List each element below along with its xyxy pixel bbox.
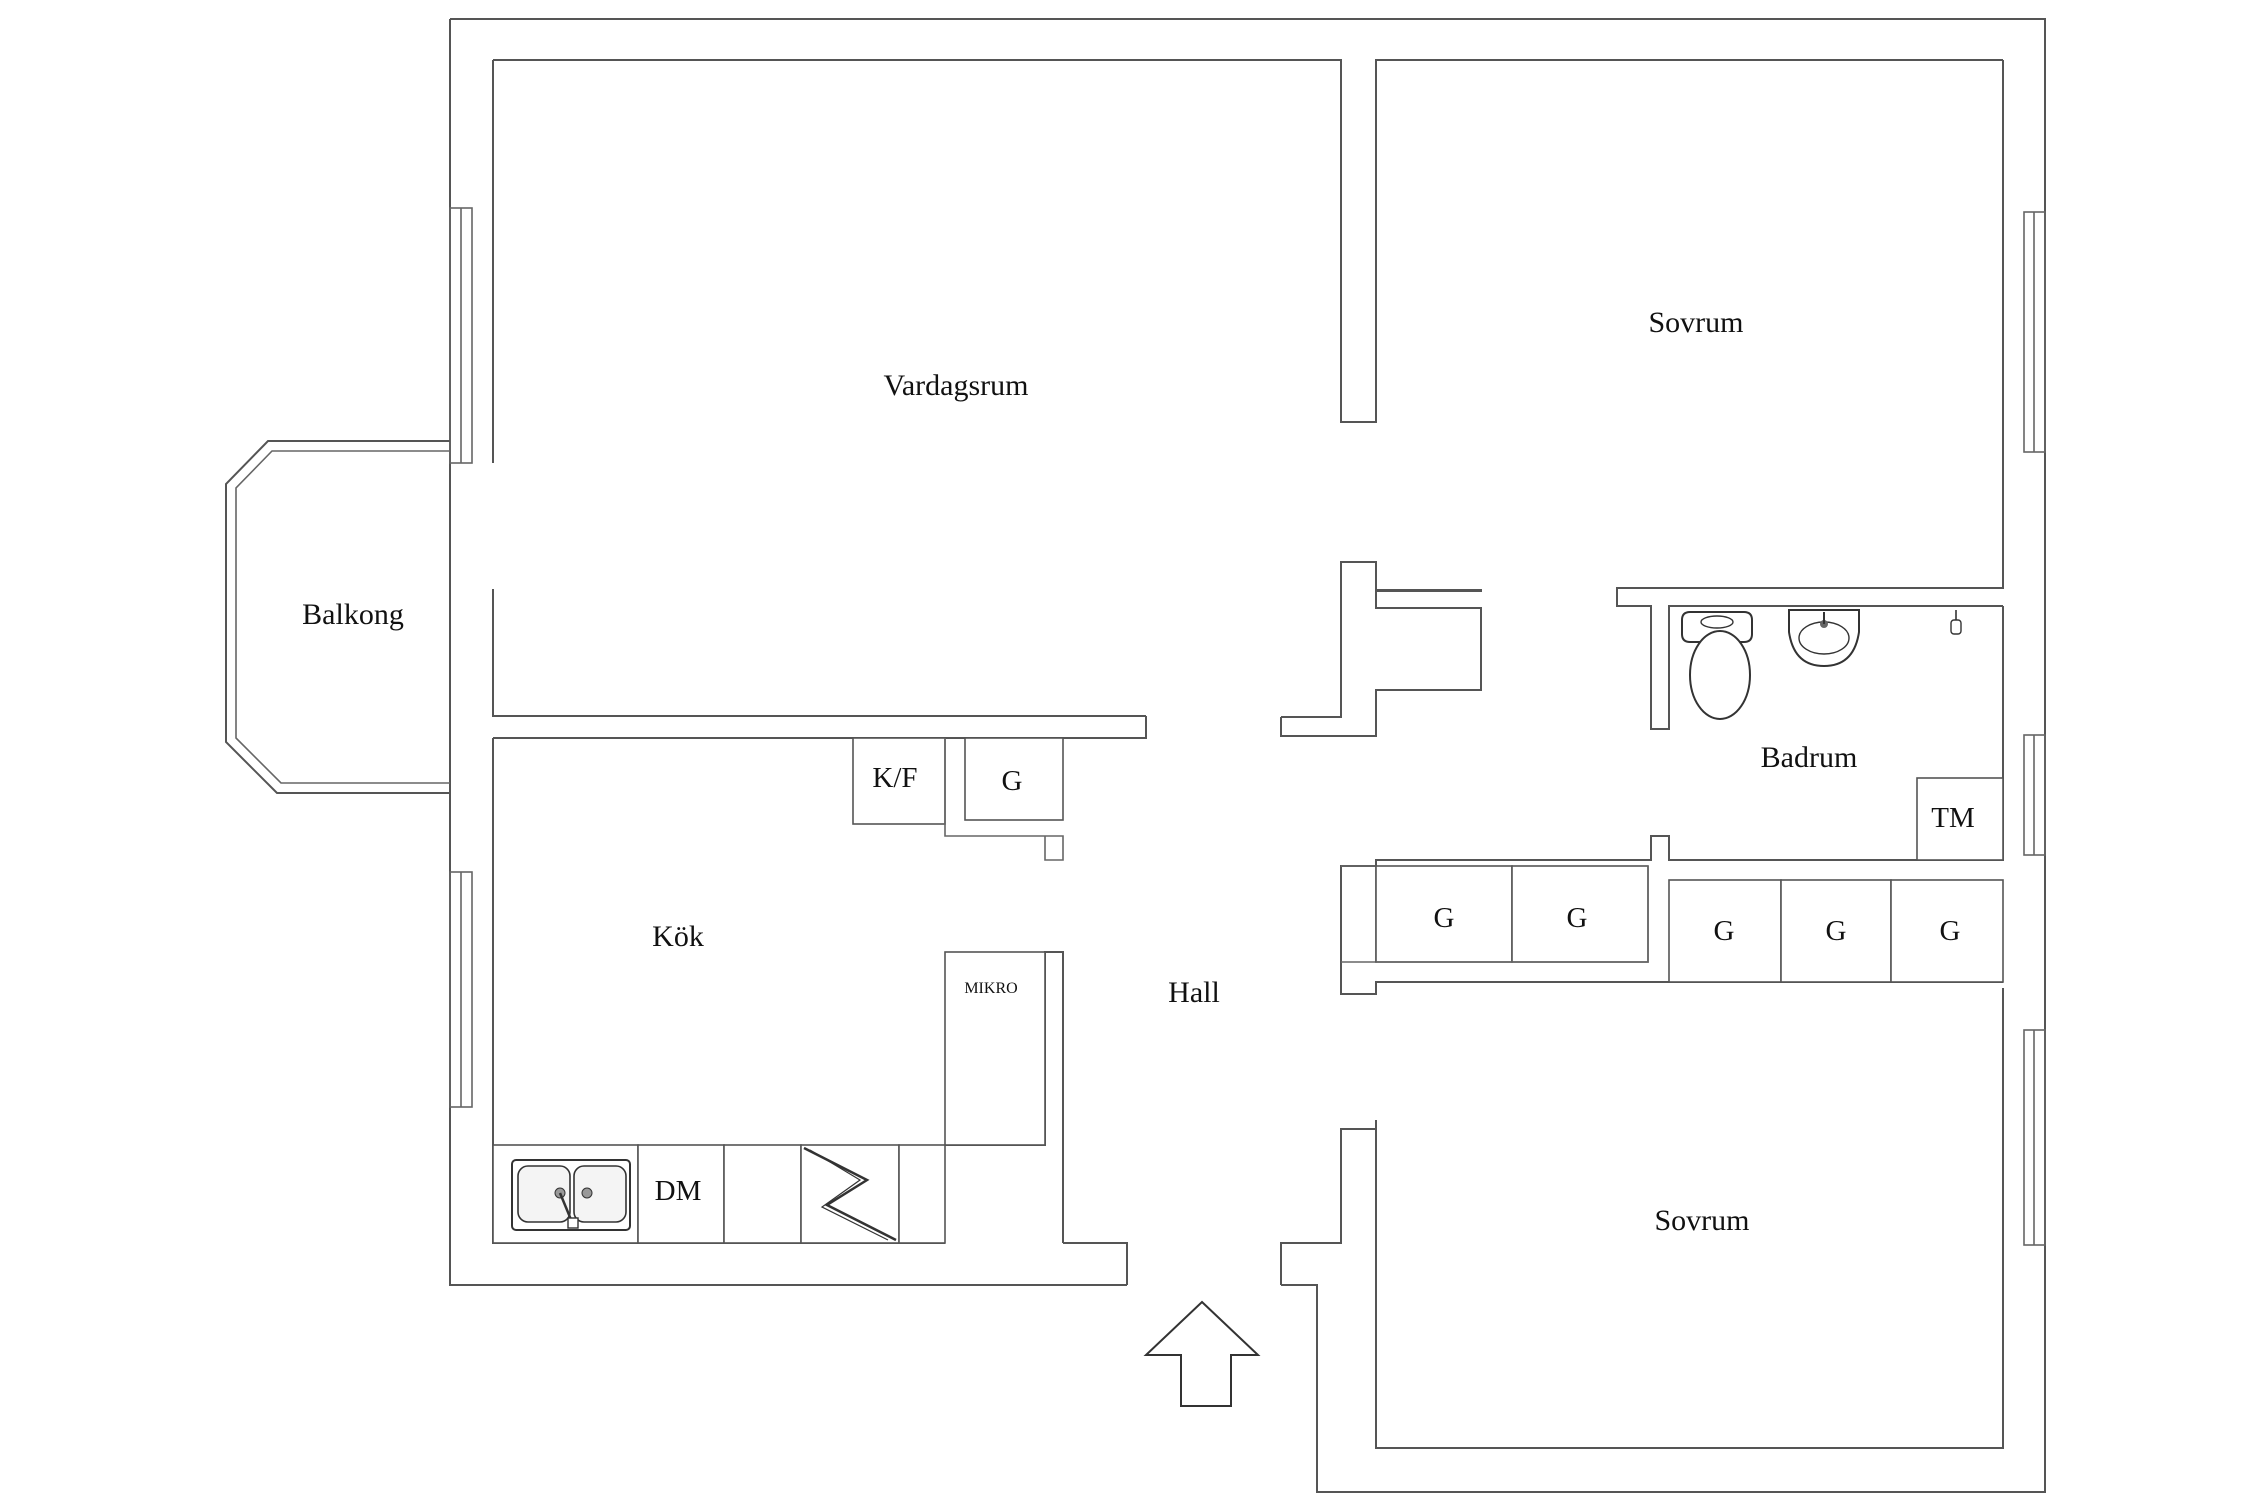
- room-label-sovrum-bottom: Sovrum: [1654, 1204, 1749, 1237]
- stove: [800, 1144, 900, 1244]
- fridge-freezer-cabinet: [852, 737, 946, 825]
- room-label-vardagsrum: Vardagsrum: [884, 369, 1029, 402]
- kitchen-fixtures: [492, 737, 1064, 1244]
- toilet-icon: [1681, 611, 1753, 720]
- interior-walls: [493, 59, 2003, 1129]
- kitchen-g-label: G: [1002, 765, 1023, 797]
- hall-wardrobes: [1341, 865, 2004, 983]
- dm-label: DM: [655, 1175, 702, 1207]
- wardrobe-5-label: G: [1940, 915, 1961, 947]
- entrance-arrow-icon: [1143, 1300, 1261, 1407]
- washing-machine: [1916, 777, 2004, 861]
- room-label-kok: Kök: [652, 920, 704, 953]
- room-label-balkong: Balkong: [302, 598, 404, 631]
- tap-icon: [1950, 610, 1962, 635]
- wardrobe-3: [1668, 879, 1782, 983]
- room-label-badrum: Badrum: [1761, 741, 1858, 774]
- stove-icon: [803, 1146, 897, 1242]
- wardrobe-4-label: G: [1826, 915, 1847, 947]
- kf-label: K/F: [872, 762, 917, 794]
- dishwasher: [637, 1144, 725, 1244]
- wardrobe-3-label: G: [1714, 915, 1735, 947]
- double-sink-icon: [511, 1159, 631, 1231]
- wardrobe-1-label: G: [1434, 902, 1455, 934]
- kitchen-wardrobe: [964, 737, 1064, 821]
- room-label-hall: Hall: [1168, 976, 1220, 1009]
- windows: [449, 207, 2046, 1246]
- mikro-label: MIKRO: [964, 980, 1017, 997]
- wardrobe-4: [1780, 879, 1892, 983]
- bathroom-fixtures: [1681, 609, 2004, 861]
- wardrobe-5: [1890, 879, 2004, 983]
- room-label-sovrum-top: Sovrum: [1648, 306, 1743, 339]
- microwave-cabinet: [944, 951, 1046, 1146]
- balcony: [225, 440, 450, 794]
- washbasin-icon: [1788, 609, 1860, 668]
- wardrobe-1: [1375, 865, 1513, 963]
- counter-cabinet: [723, 1144, 802, 1244]
- tm-label: TM: [1931, 802, 1975, 834]
- wardrobe-2-label: G: [1567, 902, 1588, 934]
- counter-end: [898, 1144, 946, 1244]
